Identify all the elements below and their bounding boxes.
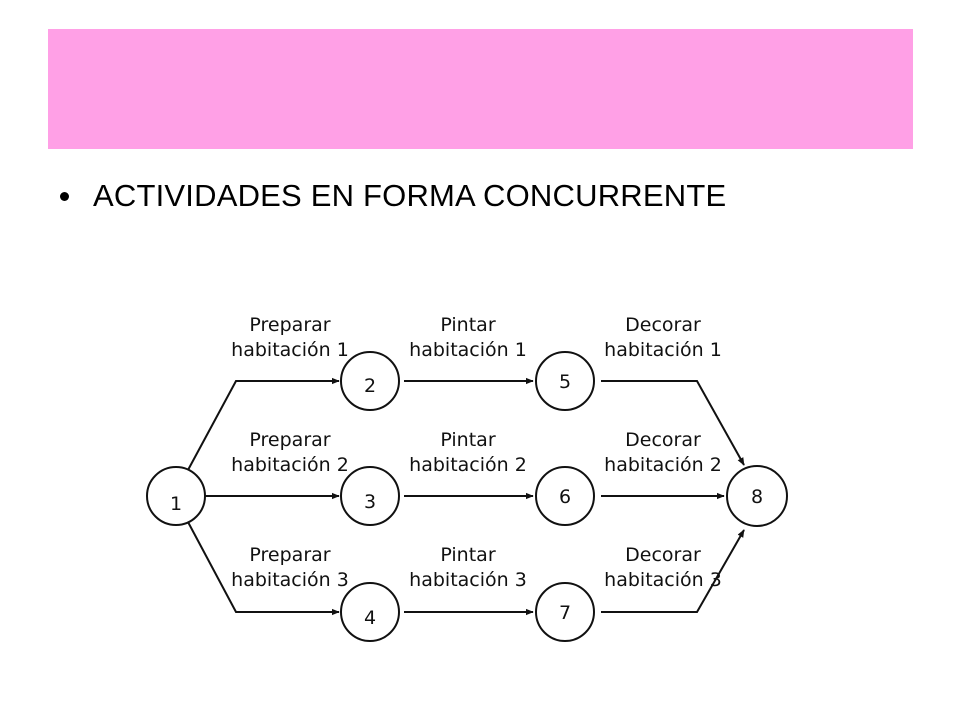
- node-6: 6: [535, 466, 595, 526]
- activity-label-decor-1-line2: habitación 1: [604, 339, 722, 361]
- activity-label-decor-3-line2: habitación 3: [604, 569, 722, 591]
- activity-label-prep-3-line1: Preparar: [249, 544, 330, 566]
- node-2: 2: [340, 351, 400, 411]
- node-5: 5: [535, 351, 595, 411]
- node-5-label: 5: [559, 371, 571, 393]
- activity-label-decor-3-line1: Decorar: [625, 544, 701, 566]
- activity-label-prep-1-line2: habitación 1: [231, 339, 349, 361]
- activity-label-paint-3-line2: habitación 3: [409, 569, 527, 591]
- activity-label-paint-2-line2: habitación 2: [409, 454, 527, 476]
- node-4: 4: [340, 582, 400, 642]
- bullet-text: ACTIVIDADES EN FORMA CONCURRENTE: [93, 178, 727, 213]
- node-1: 1: [146, 466, 206, 526]
- node-6-label: 6: [559, 486, 571, 508]
- activity-label-decor-1-line1: Decorar: [625, 314, 701, 336]
- activity-label-prep-1-line1: Preparar: [249, 314, 330, 336]
- node-3: 3: [340, 466, 400, 526]
- activity-arrow-1-2: [187, 377, 340, 471]
- activity-arrow-7-8: [601, 529, 745, 613]
- node-8-label: 8: [751, 486, 763, 508]
- bullet-dot-icon: [60, 191, 69, 201]
- bullet-item: ACTIVIDADES EN FORMA CONCURRENTE: [60, 178, 726, 214]
- node-1-label: 1: [170, 493, 182, 515]
- activity-arrow-5-8: [601, 380, 745, 466]
- activity-label-decor-2-line2: habitación 2: [604, 454, 722, 476]
- node-7: 7: [535, 582, 595, 642]
- activity-label-paint-3-line1: Pintar: [440, 544, 495, 566]
- title-banner: [48, 29, 913, 149]
- node-3-label: 3: [364, 491, 376, 513]
- activity-label-paint-2-line1: Pintar: [440, 429, 495, 451]
- activity-label-decor-2-line1: Decorar: [625, 429, 701, 451]
- activity-arrow-1-4: [187, 521, 340, 616]
- node-8: 8: [726, 465, 788, 527]
- activity-label-prep-2-line2: habitación 2: [231, 454, 349, 476]
- activity-label-prep-3-line2: habitación 3: [231, 569, 349, 591]
- node-4-label: 4: [364, 607, 376, 629]
- activity-label-paint-1-line2: habitación 1: [409, 339, 527, 361]
- node-7-label: 7: [559, 602, 571, 624]
- node-2-label: 2: [364, 375, 376, 397]
- activity-label-prep-2-line1: Preparar: [249, 429, 330, 451]
- activity-label-paint-1-line1: Pintar: [440, 314, 495, 336]
